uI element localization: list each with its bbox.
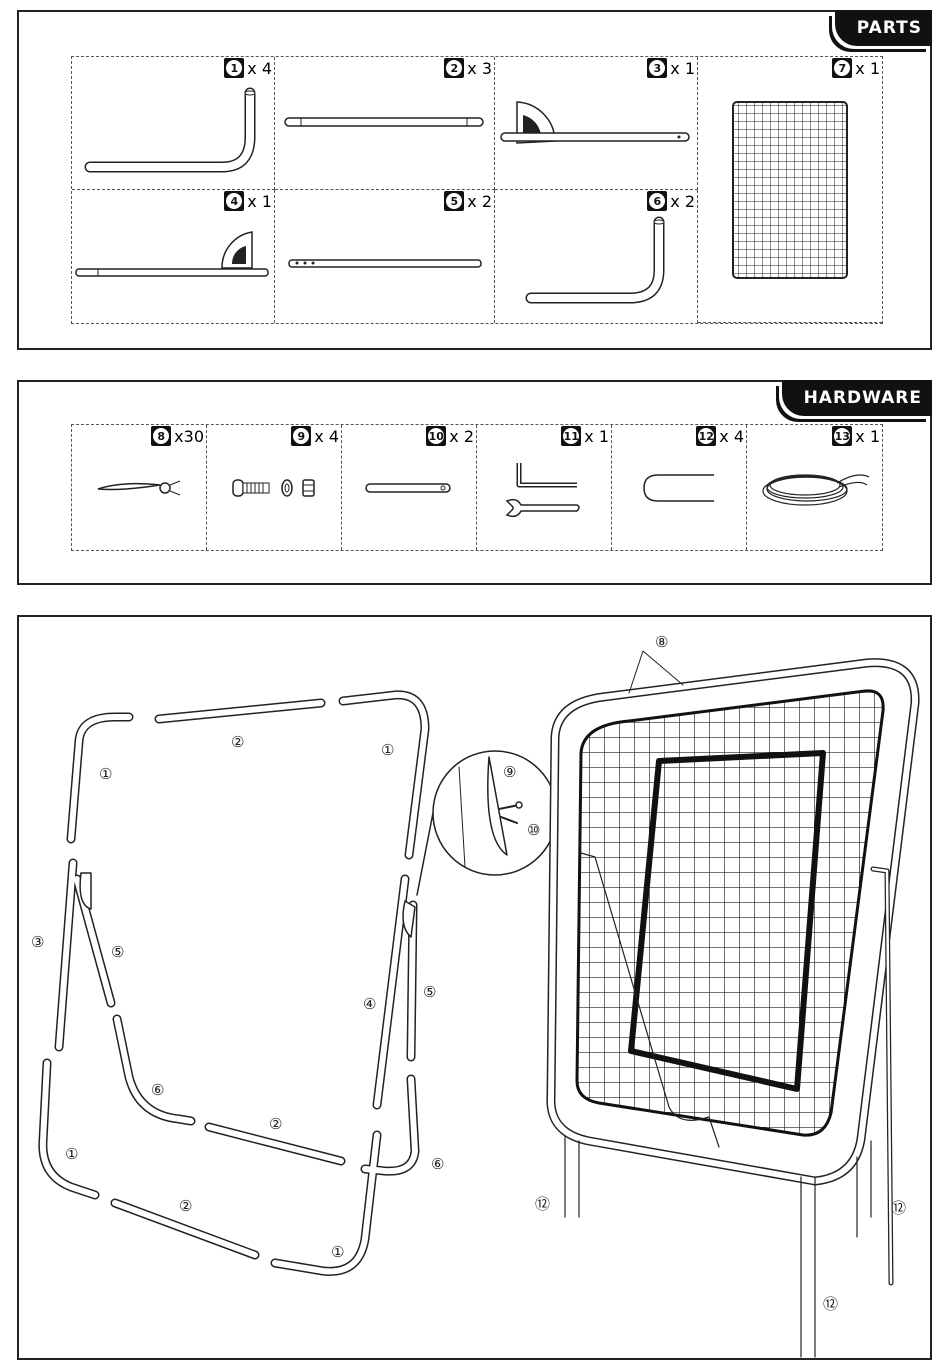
straight-tube-illustration xyxy=(275,57,495,187)
callout-part-1: ① xyxy=(381,741,394,759)
assembled-rebounder xyxy=(551,651,915,1357)
assembly-panel: ① ② ① ③ ⑤ ④ ⑤ ⑥ ② ⑥ ① ② ① ⑨ ⑩ ⑧ ⑫ ⑫ ⑫ xyxy=(17,615,932,1360)
callout-part-12: ⑫ xyxy=(823,1295,838,1313)
foot-tube-illustration xyxy=(495,190,695,320)
pin-icon xyxy=(342,425,477,550)
callout-part-5: ⑤ xyxy=(423,983,436,1001)
assembly-diagram: ① ② ① ③ ⑤ ④ ⑤ ⑥ ② ⑥ ① ② ① ⑨ ⑩ ⑧ ⑫ ⑫ ⑫ xyxy=(19,617,934,1362)
callout-part-2: ② xyxy=(231,733,244,751)
callout-part-8: ⑧ xyxy=(655,633,668,651)
callout-part-12: ⑫ xyxy=(891,1199,906,1217)
angle-tube-illustration xyxy=(495,57,695,187)
callout-part-12: ⑫ xyxy=(535,1195,550,1213)
callout-part-6: ⑥ xyxy=(151,1081,164,1099)
callout-part-6: ⑥ xyxy=(431,1155,444,1173)
callout-part-1: ① xyxy=(99,765,112,783)
l-tube-illustration xyxy=(72,57,272,187)
brace-tube-illustration xyxy=(275,190,495,320)
callout-part-1: ① xyxy=(331,1243,344,1261)
bungee-cord-coil-icon xyxy=(747,425,882,550)
net-illustration xyxy=(698,57,882,323)
callout-part-10: ⑩ xyxy=(527,821,540,839)
callout-part-2: ② xyxy=(269,1115,282,1133)
callout-part-5: ⑤ xyxy=(111,943,124,961)
parts-title: PARTS xyxy=(835,10,932,46)
bolt-washer-nut-icon xyxy=(207,425,342,550)
u-hook-icon xyxy=(612,425,747,550)
callout-part-4: ④ xyxy=(363,995,376,1013)
allen-key-wrench-icon xyxy=(477,425,612,550)
hardware-title: HARDWARE xyxy=(782,380,932,416)
callout-part-3: ③ xyxy=(31,933,44,951)
bungee-clip-icon xyxy=(72,425,207,550)
angle-tube-illustration xyxy=(72,190,272,320)
callout-part-9: ⑨ xyxy=(503,763,516,781)
callout-part-1: ① xyxy=(65,1145,78,1163)
callout-part-2: ② xyxy=(179,1197,192,1215)
